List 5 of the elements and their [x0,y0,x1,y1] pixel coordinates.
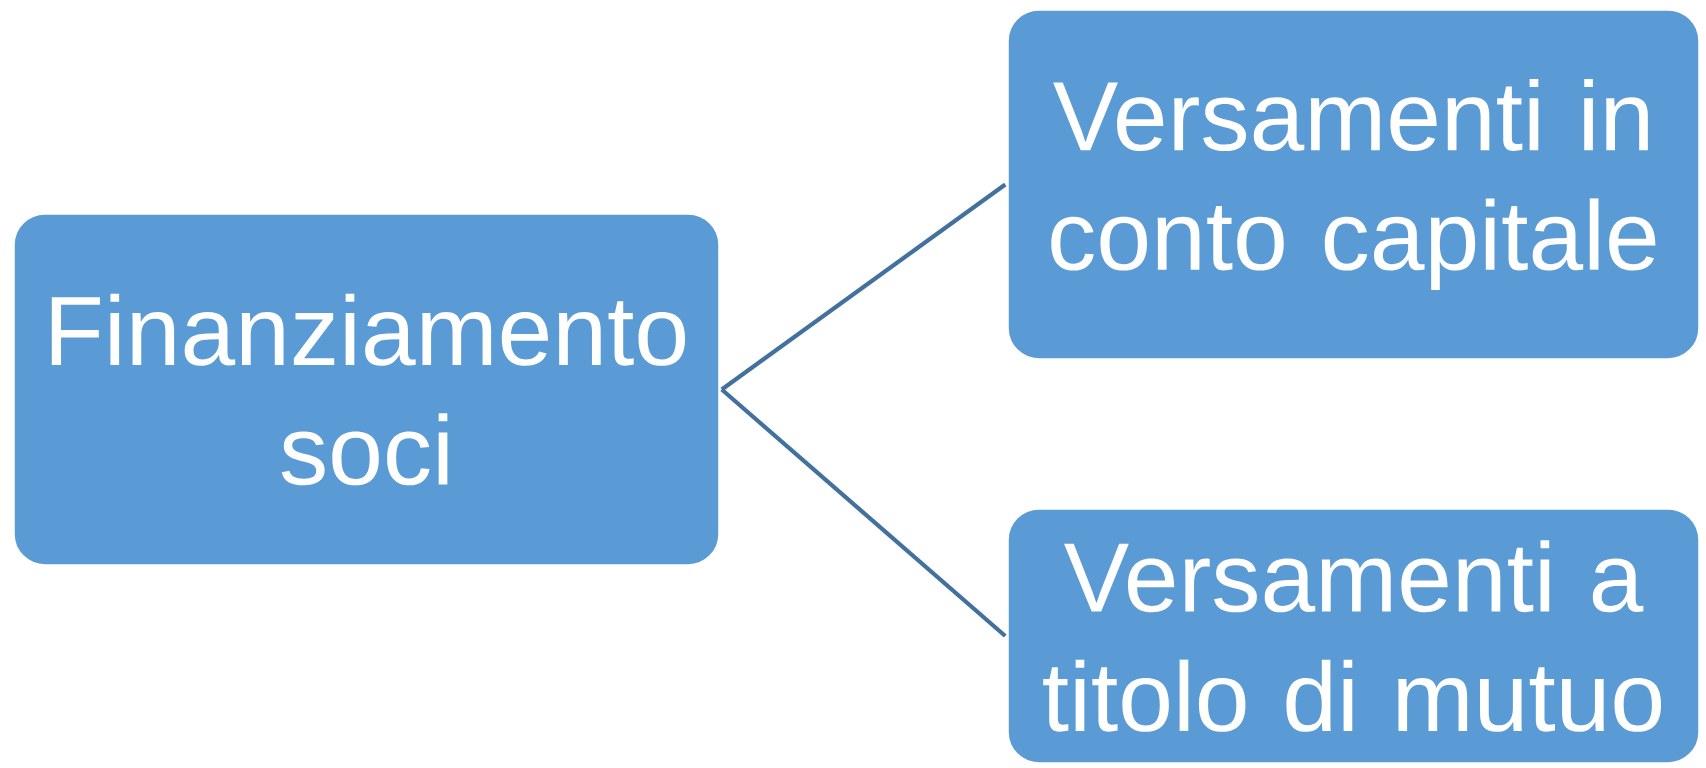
process-box: Finanziamento soci [11,211,722,568]
process-box: Versamenti in conto capitale [1005,7,1702,362]
process-box: Versamenti a titolo di mutuo [1005,506,1702,766]
connector-line [720,182,1007,392]
connector-line [720,387,1007,638]
